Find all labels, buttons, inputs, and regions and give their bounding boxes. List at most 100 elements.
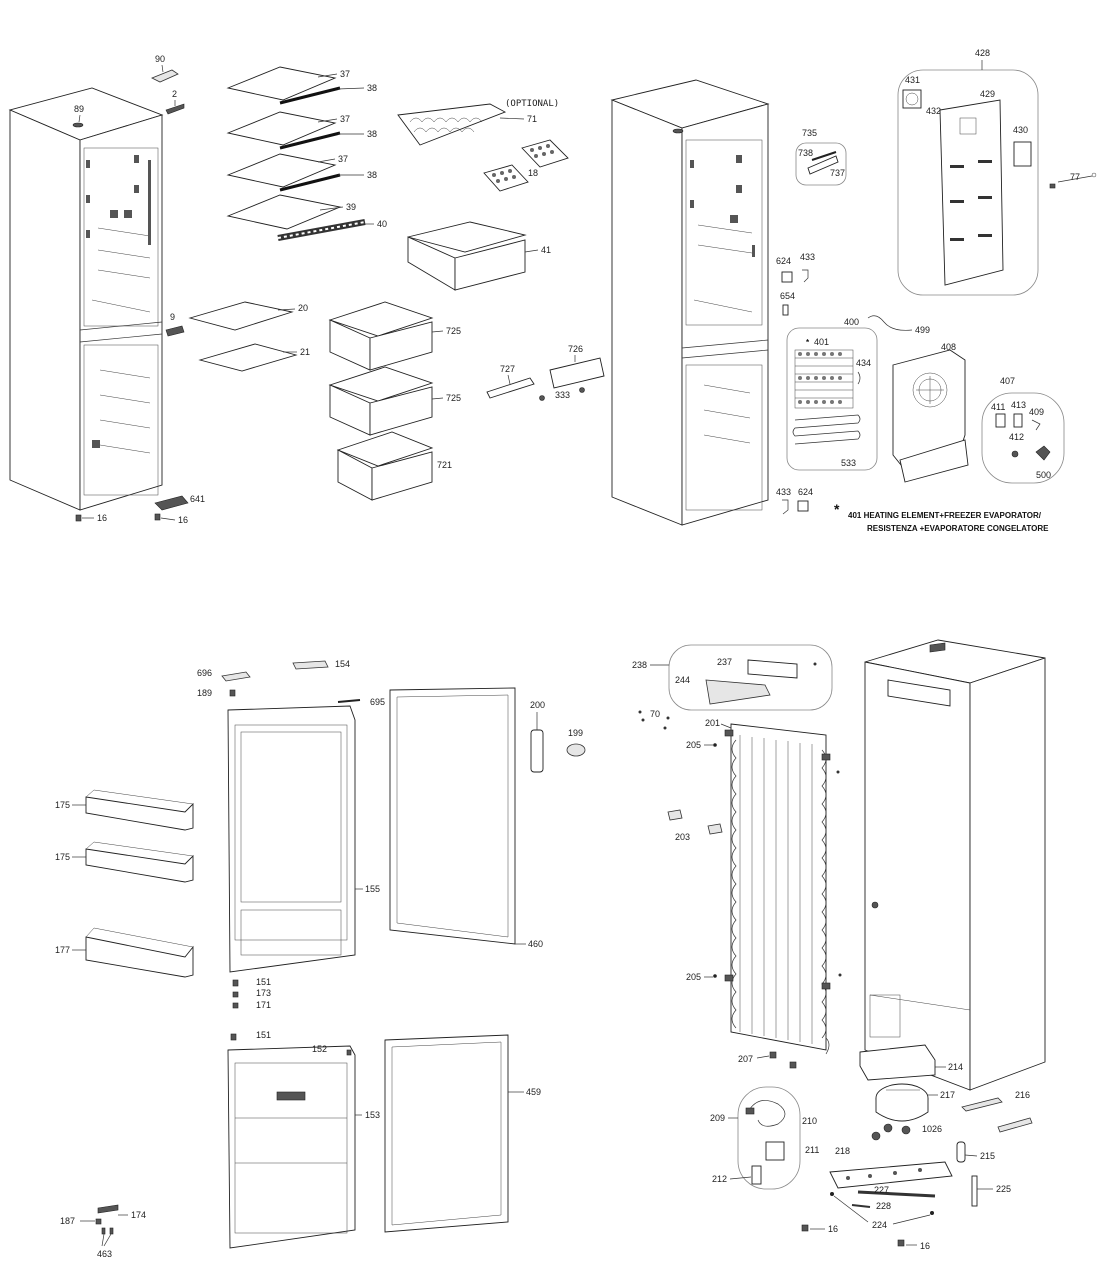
svg-text:237: 237 bbox=[717, 657, 732, 667]
screw-205b: 205 bbox=[686, 972, 717, 982]
freezer-drawer-725a: 725 bbox=[328, 301, 461, 371]
svg-text:654: 654 bbox=[780, 291, 795, 301]
cabinet-rear bbox=[864, 639, 1046, 1091]
door-shelf-175a: 175 bbox=[55, 789, 194, 831]
evaporator-400: 400 * 401 434 533 bbox=[786, 317, 878, 471]
svg-text:227: 227 bbox=[874, 1185, 889, 1195]
drip-tray-214: 214 bbox=[859, 1044, 963, 1081]
part-154: 154 bbox=[292, 659, 350, 670]
wire-499: 499 bbox=[867, 315, 930, 335]
svg-text:199: 199 bbox=[568, 728, 583, 738]
svg-text:*: * bbox=[834, 501, 840, 517]
svg-text:173: 173 bbox=[256, 988, 271, 998]
part-89: 89 bbox=[74, 104, 84, 123]
drawer-41: 41 bbox=[407, 221, 551, 291]
svg-text:37: 37 bbox=[340, 114, 350, 124]
svg-text:38: 38 bbox=[367, 170, 377, 180]
svg-text:401: 401 bbox=[814, 337, 829, 347]
svg-text:430: 430 bbox=[1013, 125, 1028, 135]
part-group-407: 407 411 413 409 412 500 bbox=[981, 376, 1065, 484]
part-group-209: 209 210 211 212 bbox=[710, 1086, 819, 1190]
svg-text:205: 205 bbox=[686, 972, 701, 982]
svg-text:725: 725 bbox=[446, 393, 461, 403]
svg-text:16: 16 bbox=[97, 513, 107, 523]
svg-text:238: 238 bbox=[632, 660, 647, 670]
svg-text:203: 203 bbox=[675, 832, 690, 842]
svg-text:211: 211 bbox=[805, 1145, 819, 1155]
svg-text:408: 408 bbox=[941, 342, 956, 352]
part-group-238: 238 237 244 bbox=[632, 644, 833, 711]
svg-text:37: 37 bbox=[340, 69, 350, 79]
egg-trays-18: 18 bbox=[483, 139, 569, 192]
svg-text:212: 212 bbox=[712, 1174, 727, 1184]
part-189: 189 bbox=[197, 688, 236, 698]
fridge-gasket-460: 460 bbox=[389, 687, 543, 949]
part-207: 207 bbox=[738, 1051, 797, 1069]
svg-text:432: 432 bbox=[926, 106, 941, 116]
door-shelf-175b: 175 bbox=[55, 841, 194, 883]
hinge-parts-151-173-171: 151 173 171 151 bbox=[230, 977, 271, 1041]
glass-shelves: 37 38 37 38 37 38 39 40 bbox=[226, 66, 387, 241]
part-group-735: 735 738 737 bbox=[795, 128, 847, 186]
svg-text:154: 154 bbox=[335, 659, 350, 669]
part-77: 77 bbox=[1049, 172, 1097, 189]
svg-text:225: 225 bbox=[996, 1184, 1011, 1194]
svg-text:210: 210 bbox=[802, 1116, 817, 1126]
svg-text:244: 244 bbox=[675, 675, 690, 685]
svg-text:71: 71 bbox=[527, 114, 537, 124]
svg-text:207: 207 bbox=[738, 1054, 753, 1064]
svg-text:18: 18 bbox=[528, 168, 538, 178]
svg-text:400: 400 bbox=[844, 317, 859, 327]
fridge-door-155: 155 bbox=[227, 705, 380, 973]
svg-text:187: 187 bbox=[60, 1216, 75, 1226]
screw-205a: 205 bbox=[686, 740, 717, 750]
condenser-201: 201 bbox=[705, 718, 842, 1055]
svg-text:431: 431 bbox=[905, 75, 920, 85]
svg-text:413: 413 bbox=[1011, 400, 1026, 410]
svg-text:205: 205 bbox=[686, 740, 701, 750]
svg-text:433: 433 bbox=[776, 487, 791, 497]
svg-text:726: 726 bbox=[568, 344, 583, 354]
svg-text:696: 696 bbox=[197, 668, 212, 678]
svg-text:407: 407 bbox=[1000, 376, 1015, 386]
svg-text:217: 217 bbox=[940, 1090, 955, 1100]
svg-text:333: 333 bbox=[555, 390, 570, 400]
fan-cover-408: 408 bbox=[892, 342, 969, 483]
svg-text:20: 20 bbox=[298, 303, 308, 313]
svg-text:171: 171 bbox=[256, 1000, 271, 1010]
svg-text:228: 228 bbox=[876, 1201, 891, 1211]
svg-text:90: 90 bbox=[155, 54, 165, 64]
feet-16: 16 16 bbox=[75, 513, 188, 525]
parts-433-624-bottom: 433 624 bbox=[776, 487, 813, 515]
svg-text:41: 41 bbox=[541, 245, 551, 255]
svg-text:16: 16 bbox=[178, 515, 188, 525]
feet-16-rear: 16 16 bbox=[801, 1224, 930, 1251]
svg-text:735: 735 bbox=[802, 128, 817, 138]
svg-text:16: 16 bbox=[920, 1241, 930, 1251]
svg-text:151: 151 bbox=[256, 977, 271, 987]
heating-element-note: * 401 HEATING ELEMENT+FREEZER EVAPORATOR… bbox=[834, 501, 1049, 533]
svg-text:216: 216 bbox=[1015, 1090, 1030, 1100]
svg-text:721: 721 bbox=[437, 460, 452, 470]
part-333: 333 bbox=[539, 387, 585, 401]
parts-624-433-654: 624 433 654 bbox=[776, 252, 815, 316]
svg-text:77: 77 bbox=[1070, 172, 1080, 182]
svg-text:175: 175 bbox=[55, 852, 70, 862]
compressor-217: 217 bbox=[875, 1083, 955, 1122]
cabinet-front-right bbox=[610, 79, 770, 526]
parts-227-228-224-225: 227 228 224 225 bbox=[830, 1175, 1011, 1230]
svg-text:39: 39 bbox=[346, 202, 356, 212]
svg-text:209: 209 bbox=[710, 1113, 725, 1123]
base-plate-218: 218 bbox=[829, 1146, 953, 1189]
svg-text:224: 224 bbox=[872, 1220, 887, 1230]
svg-text:738: 738 bbox=[798, 148, 813, 158]
svg-text:9: 9 bbox=[170, 312, 175, 322]
part-group-428: 428 431 432 429 430 bbox=[897, 48, 1039, 296]
svg-text:1026: 1026 bbox=[922, 1124, 942, 1134]
svg-text:533: 533 bbox=[841, 458, 856, 468]
svg-text:174: 174 bbox=[131, 1210, 146, 1220]
svg-text:500: 500 bbox=[1036, 470, 1051, 480]
freezer-door-153: 153 bbox=[227, 1045, 380, 1249]
